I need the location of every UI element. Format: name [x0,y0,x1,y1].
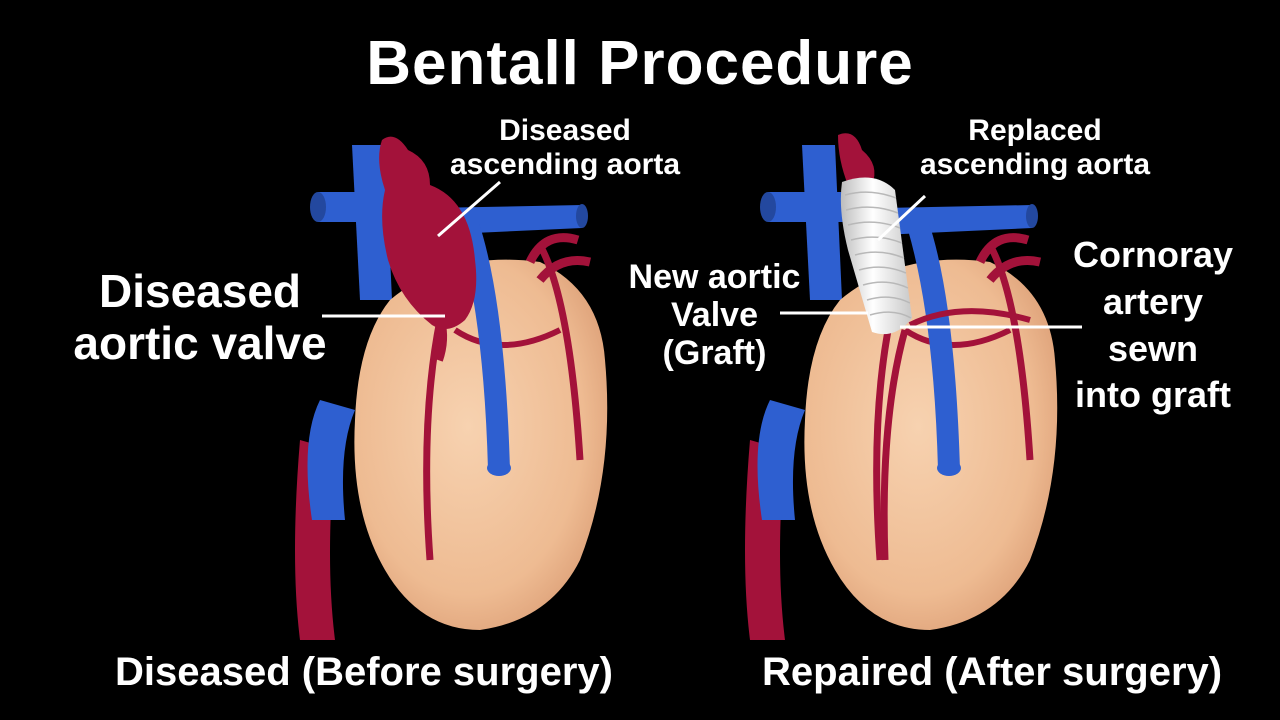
label-line: ascending aorta [449,147,681,181]
caption-after-surgery: Repaired (After surgery) [762,650,1223,694]
graft-tube [840,177,912,335]
diseased-aorta [379,136,477,329]
label-line: Valve [671,296,758,335]
label-diseased-ascending-aorta: Diseased ascending aorta [420,114,710,181]
label-line: Cornoray [1072,234,1234,275]
label-line: artery [1102,280,1204,322]
page-title: Bentall Procedure [366,29,914,98]
label-coronary-artery-sewn: Cornoray artery sewn into graft [1058,232,1248,419]
label-line: (Graft) [662,334,767,373]
heart-after-surgery [745,133,1082,640]
label-line: New aortic [628,258,801,296]
heart-before-surgery [295,136,607,640]
label-line: Diseased [499,114,631,147]
caption-before-surgery: Diseased (Before surgery) [115,650,613,694]
label-diseased-aortic-valve: Diseased aortic valve [40,265,360,369]
label-line: sewn [1107,327,1199,369]
label-replaced-ascending-aorta: Replaced ascending aorta [885,114,1185,181]
label-line: Diseased [98,265,301,317]
label-line: into graft [1075,374,1231,416]
label-line: aortic valve [73,316,327,369]
label-line: ascending aorta [919,147,1151,181]
label-new-aortic-valve: New aortic Valve (Graft) [612,258,817,372]
label-line: Replaced [968,114,1102,147]
